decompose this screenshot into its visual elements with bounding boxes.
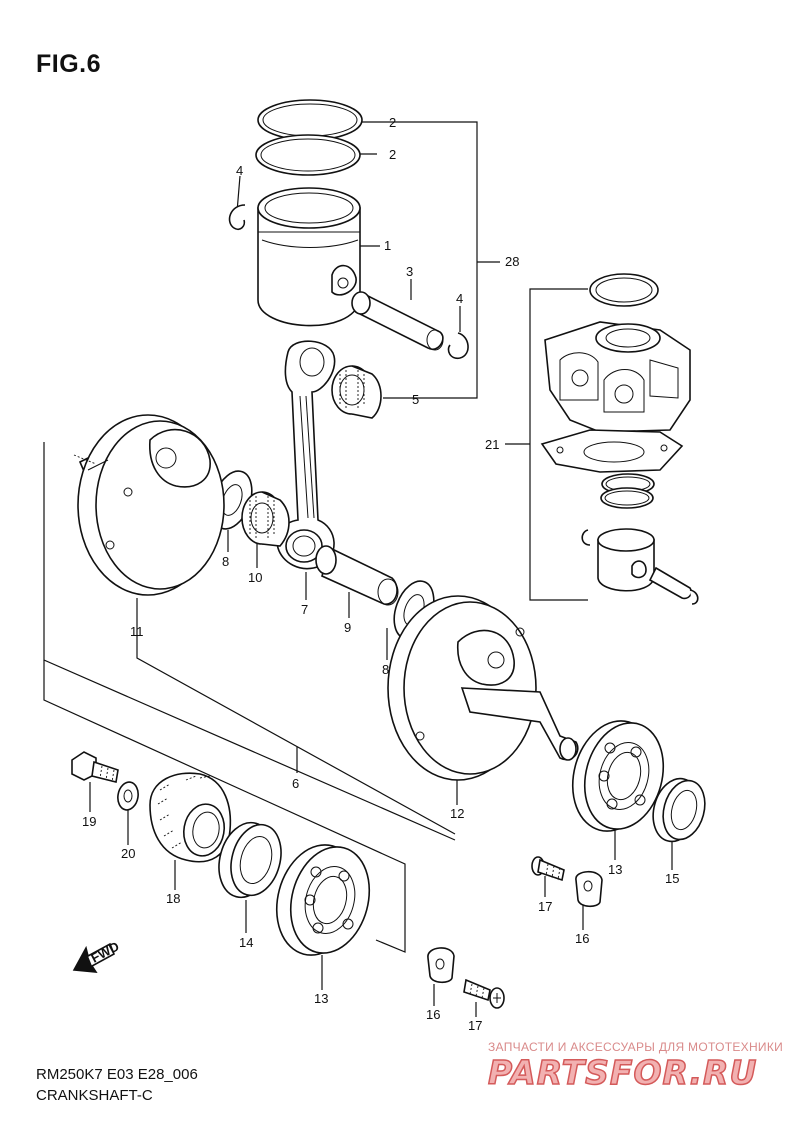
callout-19: 19: [82, 814, 96, 829]
crank-bearing-right: [571, 720, 665, 832]
callout-21: 21: [485, 437, 499, 452]
callout-12: 12: [450, 806, 464, 821]
callout-4-right: 4: [456, 291, 463, 306]
callout-7: 7: [301, 602, 308, 617]
callout-3: 3: [406, 264, 413, 279]
piston-ring-upper: [257, 99, 363, 141]
crank-half-right: [387, 595, 579, 781]
washer: [117, 781, 139, 811]
callout-13-left: 13: [314, 991, 328, 1006]
callout-13-right: 13: [608, 862, 622, 877]
diagram-name: CRANKSHAFT-C: [36, 1087, 153, 1104]
piston: [257, 187, 361, 327]
screw-upper: [531, 856, 565, 882]
lock-plate-upper: [575, 870, 603, 908]
oil-seal-right: [652, 777, 706, 843]
callout-10: 10: [248, 570, 262, 585]
callout-18: 18: [166, 891, 180, 906]
crank-pin: [315, 545, 399, 606]
oil-seal-left: [218, 821, 282, 899]
callout-8-right: 8: [382, 662, 389, 677]
lock-plate-lower: [427, 947, 455, 984]
callout-6: 6: [292, 776, 299, 791]
piston-pin: [351, 291, 444, 351]
fwd-arrow-icon: FWD: [72, 939, 122, 973]
callout-11: 11: [130, 624, 144, 639]
callout-labels: 2 2 4 1 3 4 28 5 21 8 10 7 9 11 8 6 12 1…: [82, 115, 679, 1033]
callout-5: 5: [412, 392, 419, 407]
callout-14: 14: [239, 935, 253, 950]
crank-bearing-left: [275, 844, 371, 956]
callout-17-upper: 17: [538, 899, 552, 914]
figure-title: FIG.6: [36, 50, 102, 78]
callout-16-upper: 16: [575, 931, 589, 946]
callout-9: 9: [344, 620, 351, 635]
callout-17-lower: 17: [468, 1018, 482, 1033]
small-end-bearing: [331, 365, 382, 419]
bolt: [71, 751, 119, 783]
model-code: RM250K7 E03 E28_006: [36, 1066, 198, 1083]
screw-lower: [463, 978, 505, 1009]
watermark-caption: ЗАПЧАСТИ И АКСЕССУАРЫ ДЛЯ МОТОТЕХНИКИ: [488, 1040, 784, 1054]
leader-lines: [43, 121, 673, 1017]
callout-2-upper: 2: [389, 115, 396, 130]
callout-28: 28: [505, 254, 519, 269]
big-end-bearing: [241, 491, 290, 547]
callout-2-lower: 2: [389, 147, 396, 162]
watermark-brand: PARTSFOR.RU: [487, 1052, 758, 1093]
cylinder-kit: [540, 273, 699, 605]
piston-ring-lower: [255, 134, 361, 176]
callout-16-lower: 16: [426, 1007, 440, 1022]
crank-half-left: [73, 414, 225, 596]
primary-drive-gear: [149, 772, 232, 863]
circlip-right: [447, 332, 469, 360]
callout-4-left: 4: [236, 163, 243, 178]
callout-1: 1: [384, 238, 391, 253]
fwd-label: FWD: [88, 939, 121, 966]
callout-15: 15: [665, 871, 679, 886]
circlip-left: [228, 204, 246, 231]
callout-20: 20: [121, 846, 135, 861]
callout-8-left: 8: [222, 554, 229, 569]
